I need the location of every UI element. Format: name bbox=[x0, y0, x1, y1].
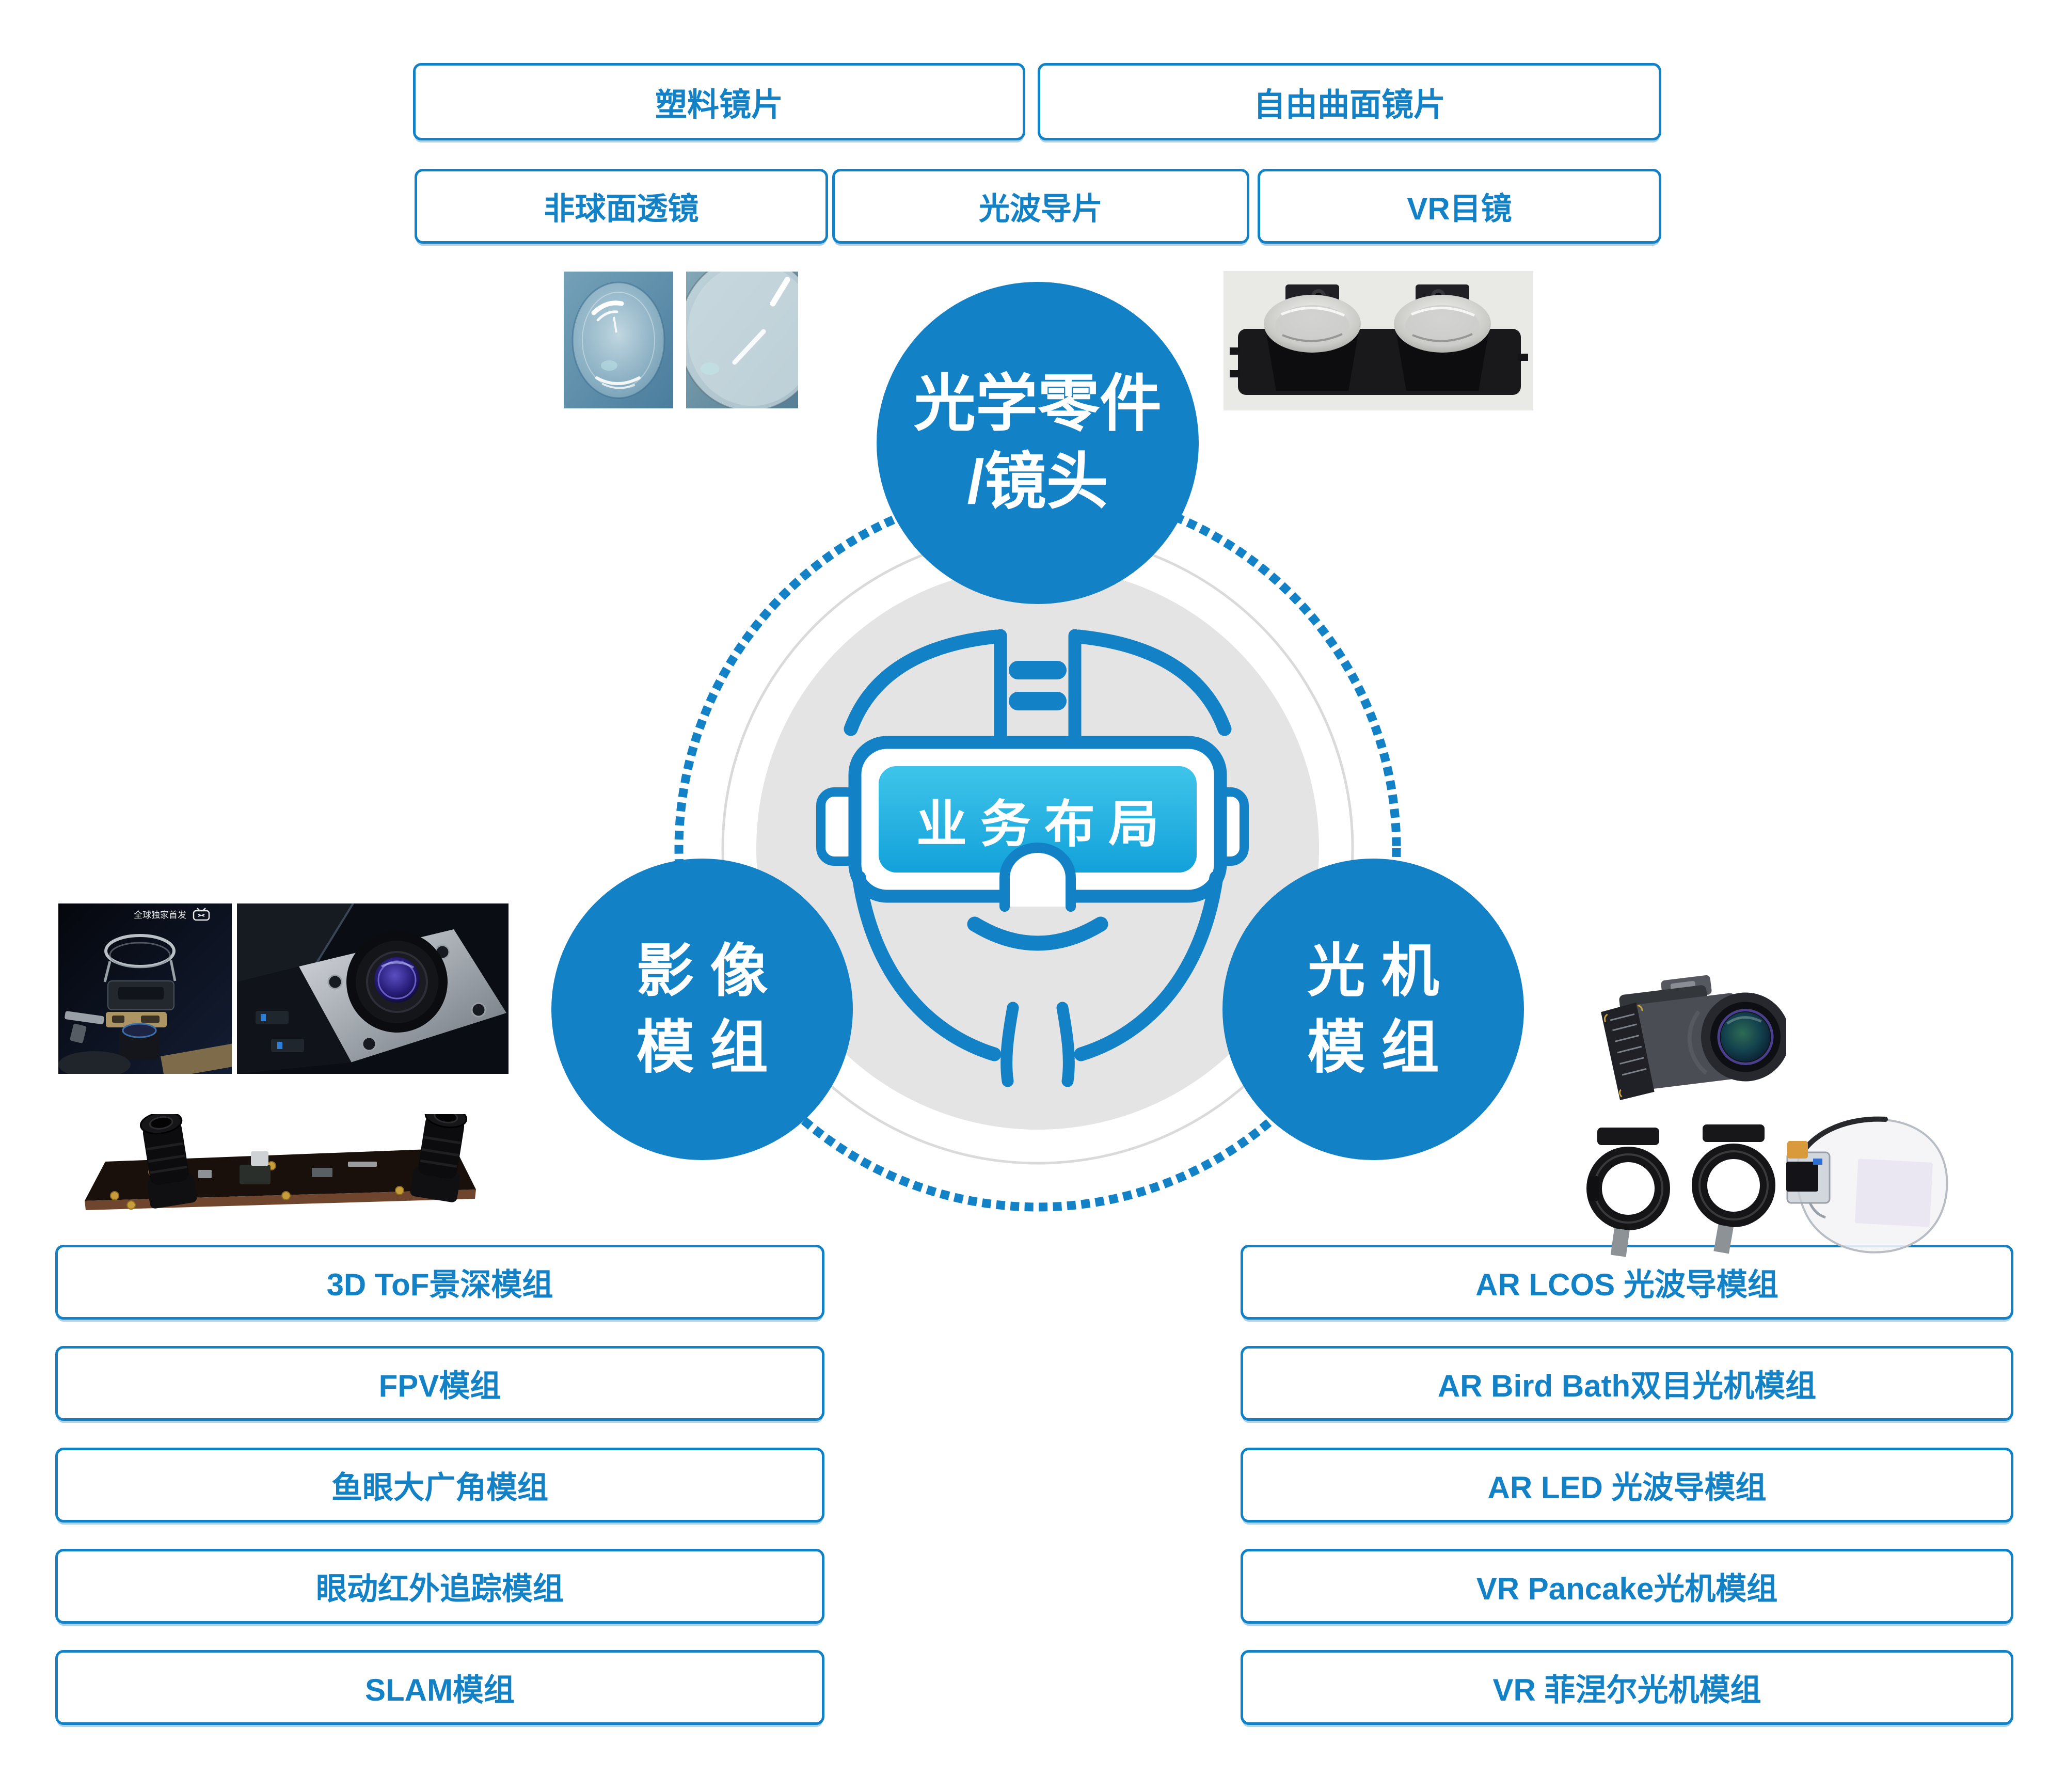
imaging-item-box-3: 眼动红外追踪模组 bbox=[55, 1549, 824, 1624]
lens-holder-2 bbox=[1692, 1124, 1775, 1254]
light-engine-item-label-3: VR Pancake光机模组 bbox=[1476, 1572, 1778, 1606]
light-engine-item-box-4: VR 菲涅尔光机模组 bbox=[1241, 1650, 2013, 1725]
light-engine-item-box-2: AR LED 光波导模组 bbox=[1241, 1448, 2013, 1523]
optics-item-label-3: 光波导片 bbox=[979, 192, 1103, 226]
optics-item-box-2: 非球面透镜 bbox=[415, 169, 828, 244]
bubble-imaging-line1: 影 像 bbox=[636, 939, 768, 1004]
imaging-item-box-0: 3D ToF景深模组 bbox=[55, 1245, 824, 1320]
bilibili-tv-icon bbox=[193, 908, 210, 921]
bubble-optics-line2: /镜头 bbox=[967, 447, 1108, 516]
category-bubble-optics: 光学零件 /镜头 bbox=[877, 282, 1199, 604]
eyepiece-right bbox=[1394, 284, 1491, 391]
light-engine-item-label-1: AR Bird Bath双目光机模组 bbox=[1437, 1369, 1817, 1403]
camera-module-exploded-photo: 全球独家首发 bbox=[58, 903, 232, 1074]
category-bubble-imaging: 影 像 模 组 bbox=[551, 859, 853, 1160]
freeform-lens-photo bbox=[686, 272, 798, 408]
imaging-item-label-1: FPV模组 bbox=[378, 1369, 501, 1403]
optics-item-box-1: 自由曲面镜片 bbox=[1038, 63, 1661, 140]
imaging-item-box-4: SLAM模组 bbox=[55, 1650, 824, 1725]
light-engine-camera-photo bbox=[1601, 975, 1786, 1100]
light-engine-item-box-3: VR Pancake光机模组 bbox=[1241, 1549, 2013, 1624]
prism-glasses bbox=[1786, 1116, 1948, 1254]
imaging-item-label-3: 眼动红外追踪模组 bbox=[316, 1572, 564, 1606]
lens-closeup-photo bbox=[237, 903, 509, 1074]
ar-glasses-kit-photo bbox=[1586, 1116, 1948, 1257]
imaging-item-box-1: FPV模组 bbox=[55, 1346, 824, 1421]
optics-item-box-3: 光波导片 bbox=[832, 169, 1249, 244]
imaging-item-label-2: 鱼眼大广角模组 bbox=[331, 1470, 548, 1505]
optics-item-box-0: 塑料镜片 bbox=[413, 63, 1025, 140]
bubble-imaging-line2: 模 组 bbox=[636, 1015, 768, 1080]
light-engine-item-label-4: VR 菲涅尔光机模组 bbox=[1492, 1673, 1761, 1707]
optics-item-box-4: VR目镜 bbox=[1258, 169, 1661, 244]
imaging-item-label-0: 3D ToF景深模组 bbox=[326, 1267, 553, 1302]
stereo-camera-board-photo bbox=[85, 1114, 476, 1210]
light-engine-item-label-0: AR LCOS 光波导模组 bbox=[1475, 1267, 1778, 1302]
optics-item-label-2: 非球面透镜 bbox=[544, 192, 699, 226]
imaging-item-label-4: SLAM模组 bbox=[365, 1673, 515, 1707]
optics-item-label-0: 塑料镜片 bbox=[655, 87, 783, 123]
light-engine-item-box-0: AR LCOS 光波导模组 bbox=[1241, 1245, 2013, 1320]
vr-headset-face-icon bbox=[816, 629, 1249, 1087]
board-lens-left bbox=[139, 1114, 197, 1209]
vr-eyepiece-photo bbox=[1224, 271, 1533, 410]
bubble-light-engine-line1: 光 机 bbox=[1307, 939, 1439, 1004]
photo-watermark: 全球独家首发 bbox=[134, 910, 186, 920]
bubble-optics-line1: 光学零件 bbox=[914, 369, 1162, 438]
imaging-item-box-2: 鱼眼大广角模组 bbox=[55, 1448, 824, 1523]
board-lens-right bbox=[410, 1114, 468, 1202]
lens-holder-1 bbox=[1586, 1128, 1670, 1257]
eyepiece-left bbox=[1264, 284, 1361, 391]
light-engine-item-label-2: AR LED 光波导模组 bbox=[1487, 1470, 1767, 1505]
light-engine-item-box-1: AR Bird Bath双目光机模组 bbox=[1241, 1346, 2013, 1421]
optics-item-label-1: 自由曲面镜片 bbox=[1253, 87, 1446, 123]
optics-item-label-4: VR目镜 bbox=[1407, 192, 1512, 226]
bubble-light-engine-line2: 模 组 bbox=[1307, 1015, 1439, 1080]
plastic-lens-photo bbox=[564, 272, 673, 408]
category-bubble-light-engine: 光 机 模 组 bbox=[1222, 859, 1524, 1160]
center-title: 业务布局 bbox=[916, 796, 1172, 852]
